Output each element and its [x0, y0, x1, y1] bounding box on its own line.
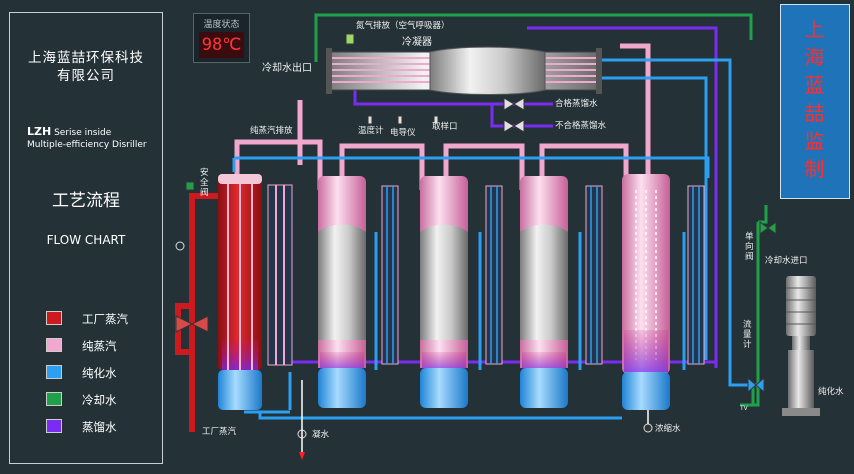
legend-swatch	[46, 392, 62, 406]
series-line-1: Serise inside	[51, 128, 112, 138]
legend-swatch	[46, 419, 62, 433]
valves	[175, 33, 777, 439]
drain-lines	[301, 380, 649, 456]
steam-generator	[218, 174, 293, 410]
pure-steam-lines	[234, 43, 651, 190]
vent-label: 氮气排放（空气呼吸器）	[356, 21, 450, 31]
unqualified-water-label: 不合格蒸馏水	[555, 121, 607, 131]
monitor-char: 蓝	[804, 73, 826, 97]
purified-water-lines	[232, 58, 760, 420]
condensate-label: 凝水	[312, 430, 330, 440]
evaporator-4	[622, 174, 670, 410]
temperature-display: 温度状态 98℃	[193, 13, 250, 63]
safety-valve-label: 安全阀	[200, 168, 209, 198]
evaporator-1	[318, 176, 366, 408]
company-name: 上海蓝喆环保科技 有限公司	[10, 49, 162, 85]
factory-steam-line	[175, 193, 218, 432]
legend-label: 纯蒸汽	[82, 339, 117, 353]
process-title: 工艺流程	[52, 191, 120, 211]
monitor-banner: 上 海 蓝 喆 监 制	[780, 4, 850, 199]
legend-swatch	[46, 311, 62, 325]
check-valve-label: 单向阀	[745, 232, 754, 262]
concentrate-label: 浓缩水	[655, 424, 681, 434]
conductivity-meter-label: 电导仪	[390, 128, 416, 138]
info-panel: 上海蓝喆环保科技 有限公司 LZH Serise inside Multiple…	[9, 12, 163, 464]
company-line-1: 上海蓝喆环保科技	[28, 50, 144, 66]
monitor-char: 监	[804, 129, 826, 153]
pump-tag-label: TV	[740, 405, 748, 412]
legend-label: 蒸馏水	[82, 420, 117, 434]
evaporator-3	[520, 176, 568, 408]
thermometer-label: 温度计	[358, 126, 384, 136]
monitor-char: 海	[804, 45, 826, 69]
qualified-water-label: 合格蒸馏水	[555, 99, 598, 109]
legend-label: 冷却水	[82, 393, 117, 407]
legend-label: 纯化水	[82, 366, 117, 380]
temperature-label: 温度状态	[203, 20, 240, 30]
preheaters	[381, 185, 705, 365]
sampling-port-label: 取样口	[432, 122, 458, 132]
flowmeter-label: 流量计	[743, 320, 752, 350]
monitor-char: 喆	[804, 101, 826, 125]
pure-steam-vent-label: 纯蒸汽排放	[250, 126, 293, 136]
factory-steam-inlet-label: 工厂蒸汽	[202, 427, 237, 437]
monitor-char: 上	[804, 17, 826, 41]
legend-swatch	[46, 365, 62, 379]
company-line-2: 有限公司	[57, 68, 115, 84]
condenser	[326, 46, 602, 95]
pump	[782, 276, 820, 416]
purified-water-label: 纯化水	[818, 387, 844, 397]
legend-swatch	[46, 338, 62, 352]
monitor-char: 制	[804, 157, 826, 181]
series-name: LZH Serise inside Multiple-efficiency Di…	[27, 126, 147, 151]
flow-chart-label: FLOW CHART	[46, 233, 126, 247]
evaporator-2	[420, 176, 468, 408]
condensate-arrow	[299, 452, 305, 460]
cooling-water-outlet-label: 冷却水出口	[262, 63, 312, 74]
cooling-water-inlet-label: 冷却水进口	[765, 256, 808, 266]
temperature-value: 98℃	[199, 32, 244, 58]
legend-label: 工厂蒸汽	[82, 312, 128, 326]
series-line-2: Multiple-efficiency Disriller	[27, 140, 147, 150]
series-code: LZH	[27, 125, 52, 138]
condenser-label: 冷凝器	[402, 37, 432, 48]
